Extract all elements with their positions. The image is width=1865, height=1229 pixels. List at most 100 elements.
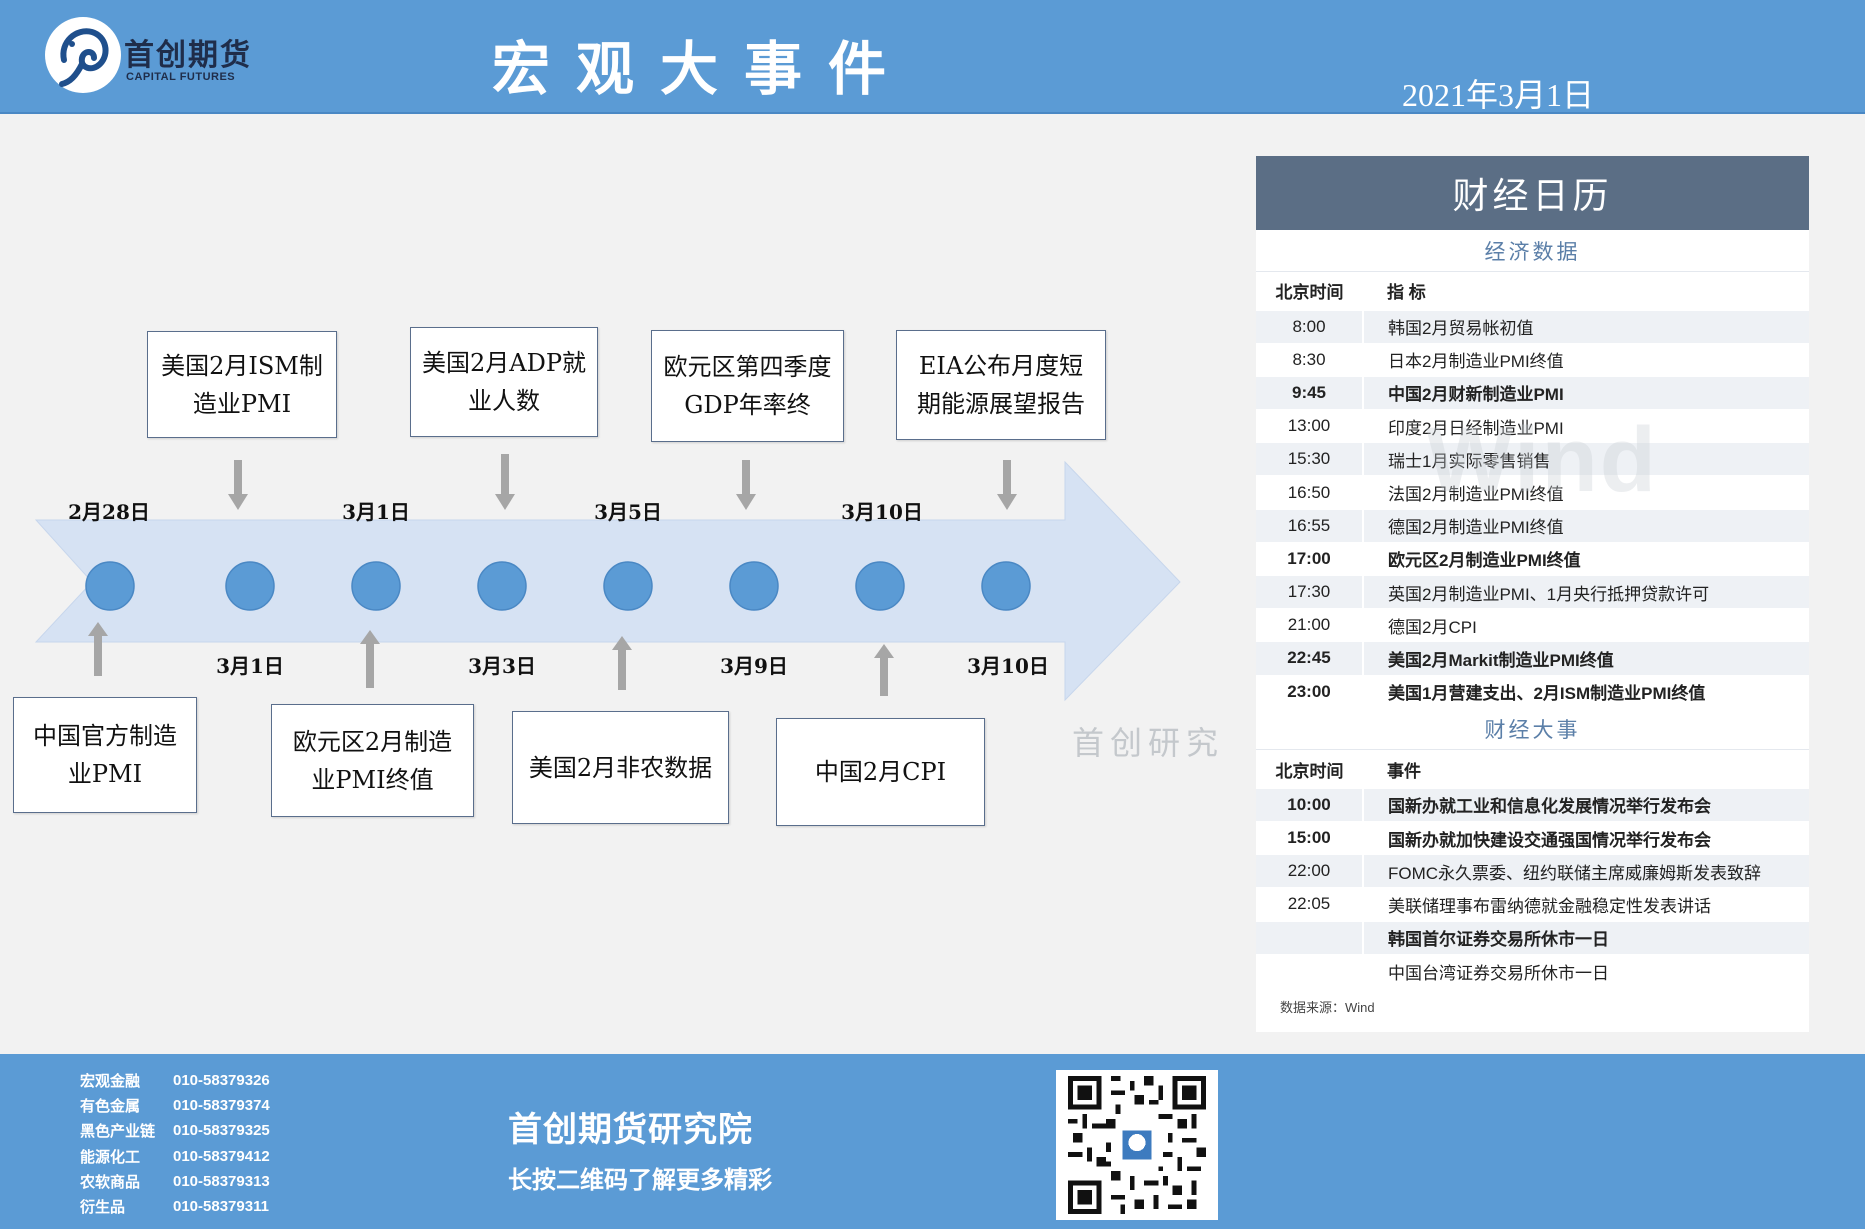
row-time: 16:50 (1256, 475, 1364, 510)
row-time: 17:30 (1256, 574, 1364, 609)
contact-row: 宏观金融 010-58379326 (80, 1068, 270, 1093)
row-item: 国新办就加快建设交通强国情况举行发布会 (1363, 820, 1809, 855)
timeline-node (729, 561, 779, 611)
event-box-bottom: 欧元区2月制造业PMI终值 (271, 704, 474, 817)
events-header-time: 北京时间 (1256, 750, 1363, 789)
event-box-top: 美国2月ISM制造业PMI (147, 331, 337, 438)
contact-dept: 宏观金融 (80, 1073, 141, 1091)
footer-slogan: 长按二维码了解更多精彩 (508, 1166, 772, 1194)
calendar-title: 财经日历 (1256, 156, 1809, 230)
event-box-bottom: 中国官方制造业PMI (13, 697, 197, 813)
row-item: 德国2月CPI (1363, 608, 1809, 642)
footer-org-name: 首创期货研究院 (508, 1110, 753, 1150)
row-time: 22:45 (1256, 641, 1364, 676)
page-date: 2021年3月1日 (1402, 77, 1595, 113)
row-time: 8:30 (1256, 342, 1364, 377)
row-time (1256, 953, 1364, 988)
row-item: 欧元区2月制造业PMI终值 (1363, 541, 1809, 576)
contact-phone: 010-58379374 (173, 1097, 270, 1115)
timeline-date-top: 3月5日 (594, 500, 662, 524)
row-item: 法国2月制造业PMI终值 (1363, 475, 1809, 510)
contact-phone: 010-58379313 (173, 1172, 270, 1190)
table-row: 韩国首尔证券交易所休市一日 (1256, 920, 1809, 955)
timeline-graphic (34, 454, 1181, 702)
logo-text-cn: 首创期货 (124, 38, 252, 73)
row-item: 日本2月制造业PMI终值 (1363, 342, 1809, 377)
qr-code-icon[interactable] (1056, 1070, 1218, 1220)
timeline-nodes (85, 561, 1031, 611)
timeline-date-top: 3月10日 (841, 500, 923, 524)
row-time: 23:00 (1256, 674, 1364, 709)
timeline-date-top: 3月1日 (342, 500, 410, 524)
row-time: 15:00 (1256, 820, 1364, 855)
row-item: 英国2月制造业PMI、1月央行抵押贷款许可 (1363, 574, 1809, 609)
timeline-node (981, 561, 1031, 611)
row-item: 美联储理事布雷纳德就金融稳定性发表讲话 (1363, 887, 1809, 921)
event-box-top: 美国2月ADP就业人数 (410, 327, 598, 437)
event-box-top: EIA公布月度短期能源展望报告 (896, 330, 1106, 440)
row-time: 16:55 (1256, 508, 1364, 543)
row-time: 10:00 (1256, 787, 1364, 822)
row-time: 15:30 (1256, 442, 1364, 476)
econ-section-title: 经济数据 (1256, 230, 1809, 272)
row-time: 9:45 (1256, 375, 1364, 410)
row-item: 中国2月财新制造业PMI (1363, 375, 1809, 410)
row-time (1256, 920, 1364, 955)
row-item: 印度2月日经制造业PMI (1363, 409, 1809, 443)
data-source-note: 数据来源：Wind (1280, 1000, 1375, 1016)
contact-row: 有色金属 010-58379374 (80, 1093, 270, 1118)
row-time: 22:00 (1256, 854, 1364, 888)
contact-dept: 能源化工 (80, 1148, 141, 1166)
up-arrow-icon (88, 622, 894, 696)
row-item: 中国台湾证券交易所休市一日 (1363, 953, 1809, 988)
row-time: 13:00 (1256, 409, 1364, 443)
events-section-title: 财经大事 (1256, 708, 1809, 751)
row-item: 国新办就工业和信息化发展情况举行发布会 (1363, 787, 1809, 822)
timeline-node (477, 561, 527, 611)
events-header-item: 事件 (1363, 750, 1809, 789)
timeline-date-top: 2月28日 (68, 500, 150, 524)
row-item: 美国1月营建支出、2月ISM制造业PMI终值 (1363, 674, 1809, 709)
timeline-date-bottom: 3月9日 (720, 654, 788, 678)
page-title: 宏观大事件 (492, 35, 913, 103)
contact-phone: 010-58379326 (173, 1072, 270, 1090)
timeline-date-bottom: 3月1日 (216, 654, 284, 678)
contact-dept: 衍生品 (80, 1199, 126, 1217)
event-box-bottom: 中国2月CPI (776, 718, 985, 826)
contact-phone: 010-58379325 (173, 1122, 270, 1140)
row-item: 美国2月Markit制造业PMI终值 (1363, 641, 1809, 676)
row-item: FOMC永久票委、纽约联储主席威廉姆斯发表致辞 (1363, 854, 1809, 888)
row-item: 韩国2月贸易帐初值 (1363, 309, 1809, 344)
row-time: 8:00 (1256, 309, 1364, 344)
down-arrow-icon (228, 454, 1017, 510)
header: 首创期货 CAPITAL FUTURES 宏观大事件 2021年3月1日 (0, 0, 1865, 114)
contact-dept: 有色金属 (80, 1098, 141, 1116)
research-watermark: 首创研究 (1072, 724, 1225, 762)
timeline-node (351, 561, 401, 611)
timeline-node (225, 561, 275, 611)
contact-row: 衍生品 010-58379311 (80, 1194, 270, 1219)
row-time: 22:05 (1256, 887, 1364, 921)
contact-phone: 010-58379311 (173, 1198, 269, 1216)
row-item: 瑞士1月实际零售销售 (1363, 442, 1809, 476)
row-time: 21:00 (1256, 608, 1364, 642)
